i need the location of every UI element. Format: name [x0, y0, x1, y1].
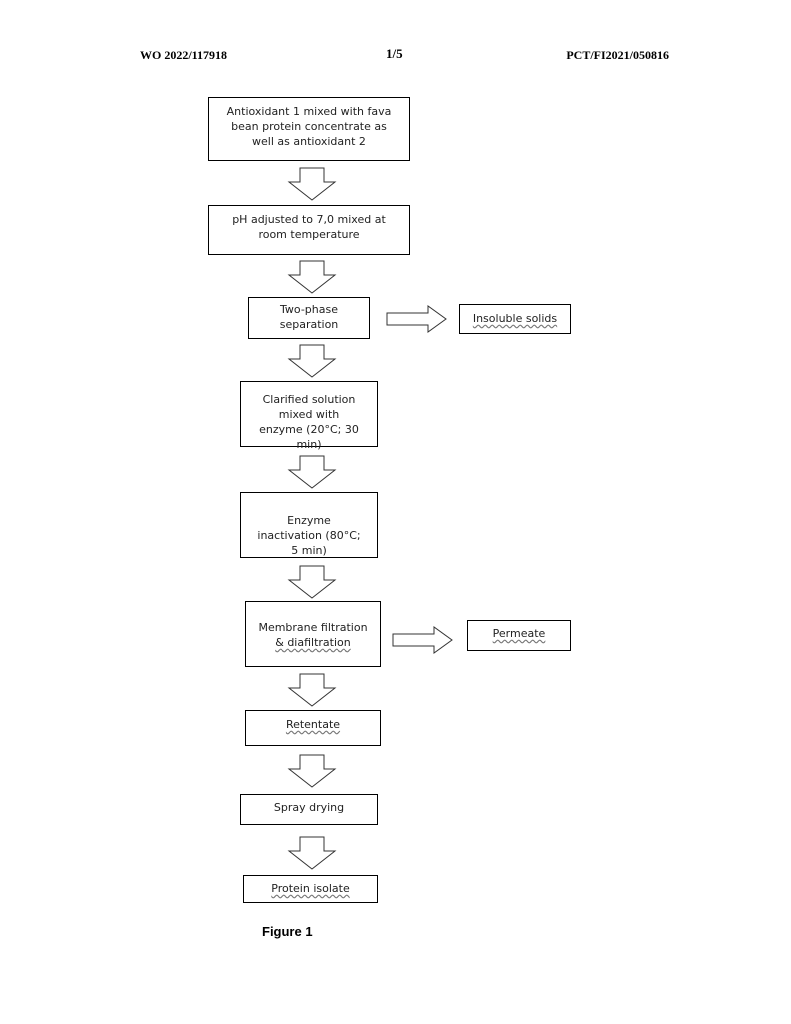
step-7-label: Retentate — [286, 717, 340, 745]
step-6-label-line1: Membrane filtration — [258, 620, 367, 635]
step-9-box: Protein isolate — [243, 875, 378, 903]
down-arrow-icon — [287, 167, 337, 201]
step-3-label: Two-phase separation — [267, 302, 351, 338]
right-arrow-icon — [392, 626, 454, 654]
step-1-label: Antioxidant 1 mixed with fava bean prote… — [219, 104, 399, 160]
page-number: 1/5 — [386, 46, 403, 62]
permeate-box: Permeate — [467, 620, 571, 651]
step-7-box: Retentate — [245, 710, 381, 746]
down-arrow-icon — [287, 836, 337, 870]
step-6-label-line2: & diafiltration — [275, 635, 351, 650]
down-arrow-icon — [287, 565, 337, 599]
patent-number: WO 2022/117918 — [140, 48, 227, 63]
step-2-label: pH adjusted to 7,0 mixed at room tempera… — [217, 212, 401, 254]
down-arrow-icon — [287, 673, 337, 707]
step-6-box: Membrane filtration & diafiltration — [245, 601, 381, 667]
permeate-label: Permeate — [493, 626, 546, 650]
down-arrow-icon — [287, 260, 337, 294]
step-4-box: Clarified solution mixed with enzyme (20… — [240, 381, 378, 447]
application-number: PCT/FI2021/050816 — [566, 48, 669, 63]
step-4-label: Clarified solution mixed with enzyme (20… — [259, 392, 359, 446]
step-5-box: Enzyme inactivation (80°C; 5 min) — [240, 492, 378, 558]
step-5-label: Enzyme inactivation (80°C; 5 min) — [255, 513, 363, 557]
right-arrow-icon — [386, 305, 448, 333]
step-1-box: Antioxidant 1 mixed with fava bean prote… — [208, 97, 410, 161]
step-9-label: Protein isolate — [271, 881, 349, 902]
step-3-box: Two-phase separation — [248, 297, 370, 339]
insoluble-solids-box: Insoluble solids — [459, 304, 571, 334]
step-8-label: Spray drying — [274, 800, 344, 824]
figure-caption: Figure 1 — [262, 924, 313, 939]
down-arrow-icon — [287, 754, 337, 788]
step-2-box: pH adjusted to 7,0 mixed at room tempera… — [208, 205, 410, 255]
down-arrow-icon — [287, 344, 337, 378]
down-arrow-icon — [287, 455, 337, 489]
insoluble-solids-label: Insoluble solids — [473, 311, 557, 333]
step-8-box: Spray drying — [240, 794, 378, 825]
